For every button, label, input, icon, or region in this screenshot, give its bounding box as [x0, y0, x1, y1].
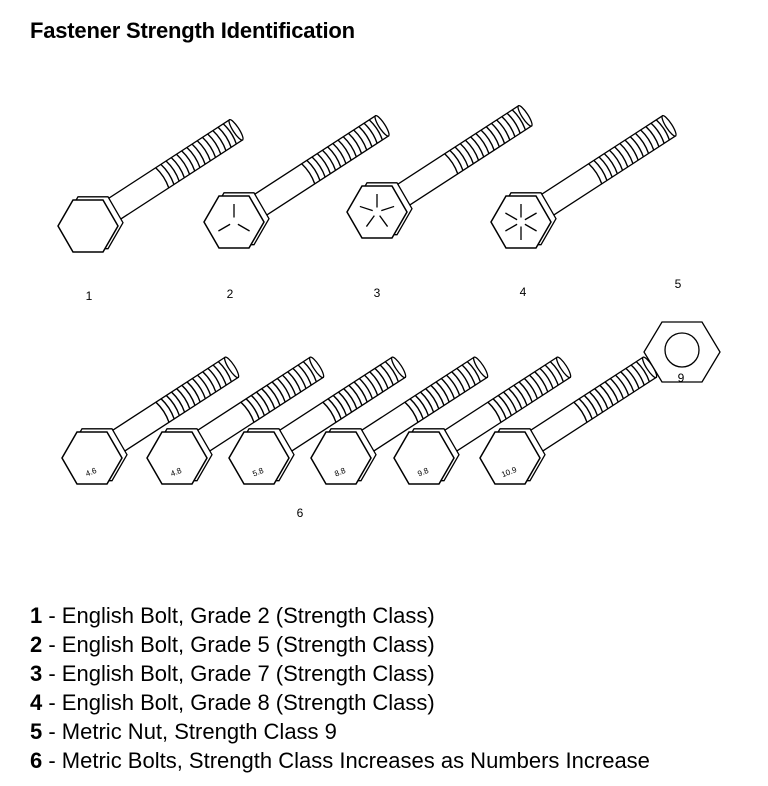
bolt-head	[61, 431, 123, 485]
callout-5: 5	[675, 277, 682, 291]
bolt-marking: 5.8	[251, 466, 265, 479]
bolt-head	[57, 199, 119, 253]
legend-number: 1	[30, 603, 43, 628]
callout-6: 6	[297, 506, 304, 520]
bolt: 4.8	[146, 356, 325, 485]
callout-2: 2	[227, 287, 234, 301]
legend-number: 5	[30, 719, 43, 744]
legend-text: - Metric Nut, Strength Class 9	[42, 719, 337, 744]
bolt: 8.8	[310, 356, 489, 485]
legend-item: 2 - English Bolt, Grade 5 (Strength Clas…	[30, 630, 650, 659]
bolt: 5.8	[228, 356, 407, 485]
bolt: 4.6	[61, 356, 240, 485]
legend-number: 4	[30, 690, 43, 715]
bolt	[490, 114, 677, 249]
callout-3: 3	[374, 286, 381, 300]
legend-number: 6	[30, 748, 43, 773]
bolt: 10.9	[479, 356, 658, 485]
legend-item: 5 - Metric Nut, Strength Class 9	[30, 717, 650, 746]
page-title: Fastener Strength Identification	[30, 18, 355, 43]
bolt	[57, 118, 244, 253]
legend-list: 1 - English Bolt, Grade 2 (Strength Clas…	[30, 601, 650, 775]
legend-text: - English Bolt, Grade 8 (Strength Class)	[42, 690, 435, 715]
metric-nut: 9	[643, 321, 721, 385]
legend-number: 2	[30, 632, 43, 657]
bolt-head	[146, 431, 208, 485]
legend-text: - English Bolt, Grade 7 (Strength Class)	[42, 661, 435, 686]
bolt-marking: 4.8	[169, 466, 183, 479]
legend-text: - Metric Bolts, Strength Class Increases…	[42, 748, 650, 773]
legend-item: 3 - English Bolt, Grade 7 (Strength Clas…	[30, 659, 650, 688]
legend-item: 1 - English Bolt, Grade 2 (Strength Clas…	[30, 601, 650, 630]
legend-number: 3	[30, 661, 43, 686]
legend-text: - English Bolt, Grade 5 (Strength Class)	[42, 632, 435, 657]
bolt-head	[203, 195, 265, 249]
bolt	[203, 114, 390, 249]
bolt-head	[393, 431, 455, 485]
bolt-head	[479, 431, 541, 485]
nut-marking: 9	[678, 371, 685, 385]
bolt-head	[310, 431, 372, 485]
bolt-marking: 8.8	[333, 466, 347, 479]
legend-item: 6 - Metric Bolts, Strength Class Increas…	[30, 746, 650, 775]
bolt	[346, 104, 533, 239]
bolt-marking: 9.8	[416, 466, 430, 479]
bolt-marking: 4.6	[84, 466, 98, 479]
bolt: 9.8	[393, 356, 572, 485]
callout-1: 1	[86, 289, 93, 303]
bolt-head	[490, 195, 552, 249]
bolt-head	[346, 185, 408, 239]
legend-item: 4 - English Bolt, Grade 8 (Strength Clas…	[30, 688, 650, 717]
fastener-diagram: 4.6 4.8 5.8 8.8 9.8 10.9 9 1 2 3 4 5 6	[57, 104, 721, 520]
bolt-head	[228, 431, 290, 485]
callout-4: 4	[520, 285, 527, 299]
legend-text: - English Bolt, Grade 2 (Strength Class)	[42, 603, 435, 628]
